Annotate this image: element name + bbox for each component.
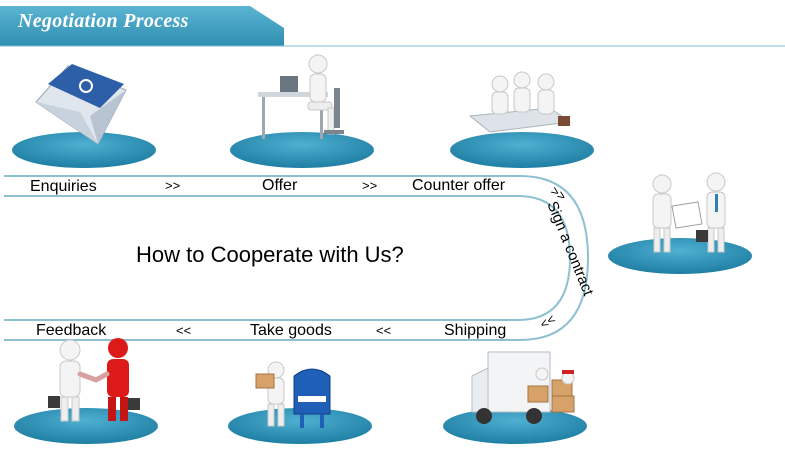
handshake-icon <box>48 338 140 422</box>
arrow-forward-1: >> <box>165 178 181 193</box>
step-label-enquiries: Enquiries <box>30 178 97 195</box>
step-label-feedback: Feedback <box>36 322 107 339</box>
mailbox-icon <box>255 361 331 428</box>
delivery-truck-icon <box>471 351 575 424</box>
platform-sign-contract <box>608 238 752 274</box>
step-label-counter-offer: Counter offer <box>412 177 506 194</box>
arrow-forward-2: >> <box>362 178 378 193</box>
meeting-table-icon <box>468 71 572 133</box>
step-label-take-goods: Take goods <box>250 322 332 339</box>
arrow-backward-2: << <box>376 323 392 338</box>
envelope-icon <box>35 64 127 145</box>
step-label-offer: Offer <box>262 177 298 194</box>
step-label-shipping: Shipping <box>444 322 507 339</box>
arrow-backward-3: << <box>176 323 192 338</box>
header-banner <box>0 6 785 47</box>
person-at-desk-icon <box>258 54 344 139</box>
platform-enquiries <box>12 132 156 168</box>
handshake-document-icon <box>652 172 726 253</box>
center-heading: How to Cooperate with Us? <box>136 242 404 267</box>
platform-offer <box>230 132 374 168</box>
platform-counter-offer <box>450 132 594 168</box>
page-title: Negotiation Process <box>18 10 189 32</box>
